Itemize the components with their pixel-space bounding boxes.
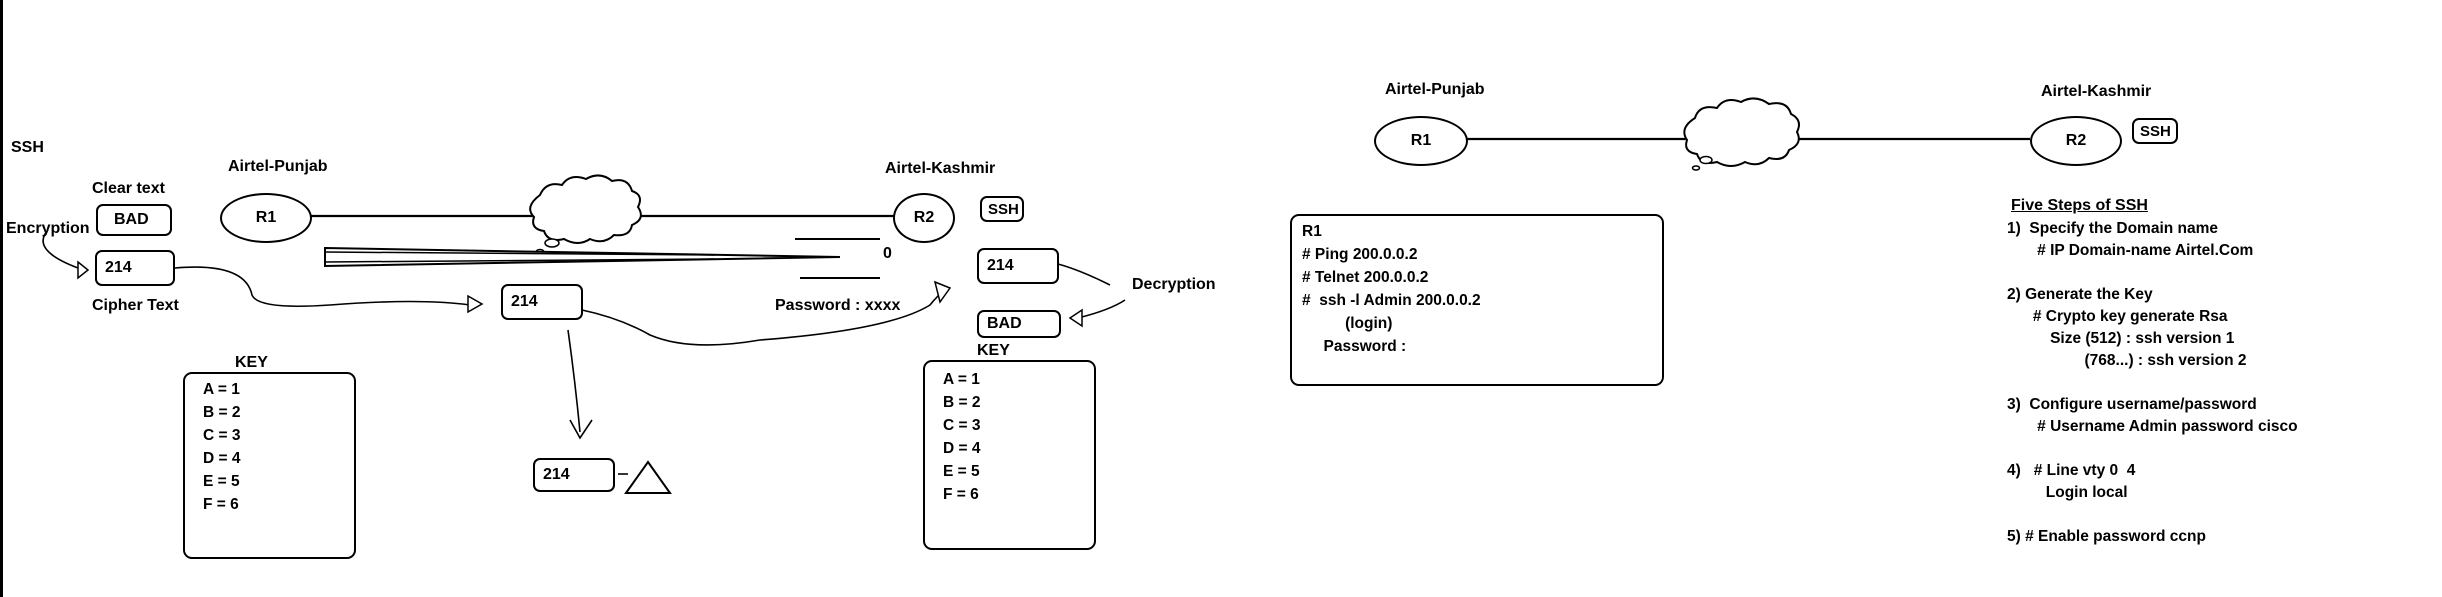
r1-site-label-right: Airtel-Punjab <box>1385 81 1485 98</box>
step-line: # Username Admin password cisco <box>2007 418 2298 435</box>
cipher-text-box: 214 <box>95 250 175 286</box>
arrow-head-icon <box>569 419 593 440</box>
triangle-icon <box>624 460 672 494</box>
transit-flow-curve <box>581 289 946 346</box>
step-line <box>2007 438 2298 460</box>
r2-site-label: Airtel-Kashmir <box>885 160 996 177</box>
step-line: 5) # Enable password ccnp <box>2007 528 2206 545</box>
transit-cipher-box: 214 <box>501 284 583 320</box>
ssh-badge-right: SSH <box>2132 118 2178 144</box>
key-entry: D = 4 <box>203 450 241 467</box>
decryption-label: Decryption <box>1132 276 1216 293</box>
arrow-head-icon <box>933 280 952 304</box>
clear-text-label: Clear text <box>92 180 165 197</box>
step-line: # IP Domain-name Airtel.Com <box>2007 242 2254 259</box>
ssh-badge-left: SSH <box>980 196 1024 222</box>
cloud-puff-icon <box>1691 165 1701 171</box>
cloud-icon <box>529 174 642 244</box>
console-line: # Ping 200.0.0.2 <box>1302 246 1418 263</box>
router-r1-left: R1 <box>220 193 312 243</box>
steps-title: Five Steps of SSH <box>2011 197 2148 214</box>
encryption-curve <box>42 229 79 269</box>
key-left-panel: A = 1 B = 2 C = 3 D = 4 E = 5 F = 6 <box>183 372 356 559</box>
router-console-panel: R1 # Ping 200.0.0.2 # Telnet 200.0.0.2 #… <box>1290 214 1664 386</box>
step-line: Login local <box>2007 484 2128 501</box>
decryption-curve-lower <box>1077 299 1126 319</box>
step-line: 3) Configure username/password <box>2007 396 2257 413</box>
step-line: (768...) : ssh version 2 <box>2007 352 2247 369</box>
console-line: Password : <box>1302 338 1407 355</box>
arrow-head-icon <box>467 294 484 314</box>
r1-site-label: Airtel-Punjab <box>228 158 328 175</box>
step-line: Size (512) : ssh version 1 <box>2007 330 2235 347</box>
flow-line-lower <box>324 258 716 263</box>
key-entry: E = 5 <box>943 463 980 480</box>
key-entry: B = 2 <box>203 404 241 421</box>
step-line <box>2007 504 2298 526</box>
router-r1-right: R1 <box>1374 116 1468 166</box>
key-entry: C = 3 <box>943 417 981 434</box>
key-entry: E = 5 <box>203 473 240 490</box>
key-entry: B = 2 <box>943 394 981 411</box>
router-r2-left: R2 <box>893 193 955 243</box>
cloud-puff-icon <box>544 238 560 248</box>
key-entry: A = 1 <box>203 381 240 398</box>
key-entry: A = 1 <box>943 371 980 388</box>
console-line: # ssh -l Admin 200.0.0.2 <box>1302 292 1481 309</box>
console-line: (login) <box>1302 315 1393 332</box>
step-line: # Crypto key generate Rsa <box>2007 308 2228 325</box>
console-line: R1 <box>1302 223 1322 240</box>
key-entry: F = 6 <box>203 496 239 513</box>
cipher-text-label: Cipher Text <box>92 297 179 314</box>
key-entry: D = 4 <box>943 440 981 457</box>
step-line: 1) Specify the Domain name <box>2007 220 2219 237</box>
zero-label: 0 <box>883 245 892 262</box>
encryption-label: Encryption <box>6 220 90 237</box>
step-line: 4) # Line vty 0 4 <box>2007 462 2136 479</box>
arrow-head-icon <box>77 260 90 280</box>
r2-clear-box: BAD <box>977 310 1061 338</box>
steps-list: 1) Specify the Domain name # IP Domain-n… <box>2007 218 2298 548</box>
left-edge-bar <box>0 0 3 597</box>
router-r2-right: R2 <box>2030 116 2122 166</box>
key-entry: C = 3 <box>203 427 241 444</box>
key-entry: F = 6 <box>943 486 979 503</box>
cloud-icon <box>1683 97 1800 167</box>
step-line: 2) Generate the Key <box>2007 286 2153 303</box>
cloud-puff-icon <box>1699 155 1713 165</box>
console-line: # Telnet 200.0.0.2 <box>1302 269 1429 286</box>
clear-text-box: BAD <box>96 204 172 236</box>
intercepted-cipher-box: 214 <box>533 458 615 492</box>
cipher-flow-curve <box>174 266 471 307</box>
flow-line-upper <box>324 251 716 256</box>
decryption-curve-upper <box>1057 263 1111 286</box>
key-left-title: KEY <box>235 354 268 371</box>
intercept-arrow <box>567 329 581 433</box>
r2-cipher-box: 214 <box>977 248 1059 284</box>
step-line <box>2007 262 2298 284</box>
key-right-panel: A = 1 B = 2 C = 3 D = 4 E = 5 F = 6 <box>923 360 1096 550</box>
arrow-head-icon <box>1068 308 1083 328</box>
step-line <box>2007 372 2298 394</box>
r2-site-label-right: Airtel-Kashmir <box>2041 83 2152 100</box>
data-flow-arrow <box>324 246 841 268</box>
password-label: Password : xxxx <box>775 297 901 314</box>
ssh-title: SSH <box>11 139 44 156</box>
key-right-title: KEY <box>977 342 1010 359</box>
